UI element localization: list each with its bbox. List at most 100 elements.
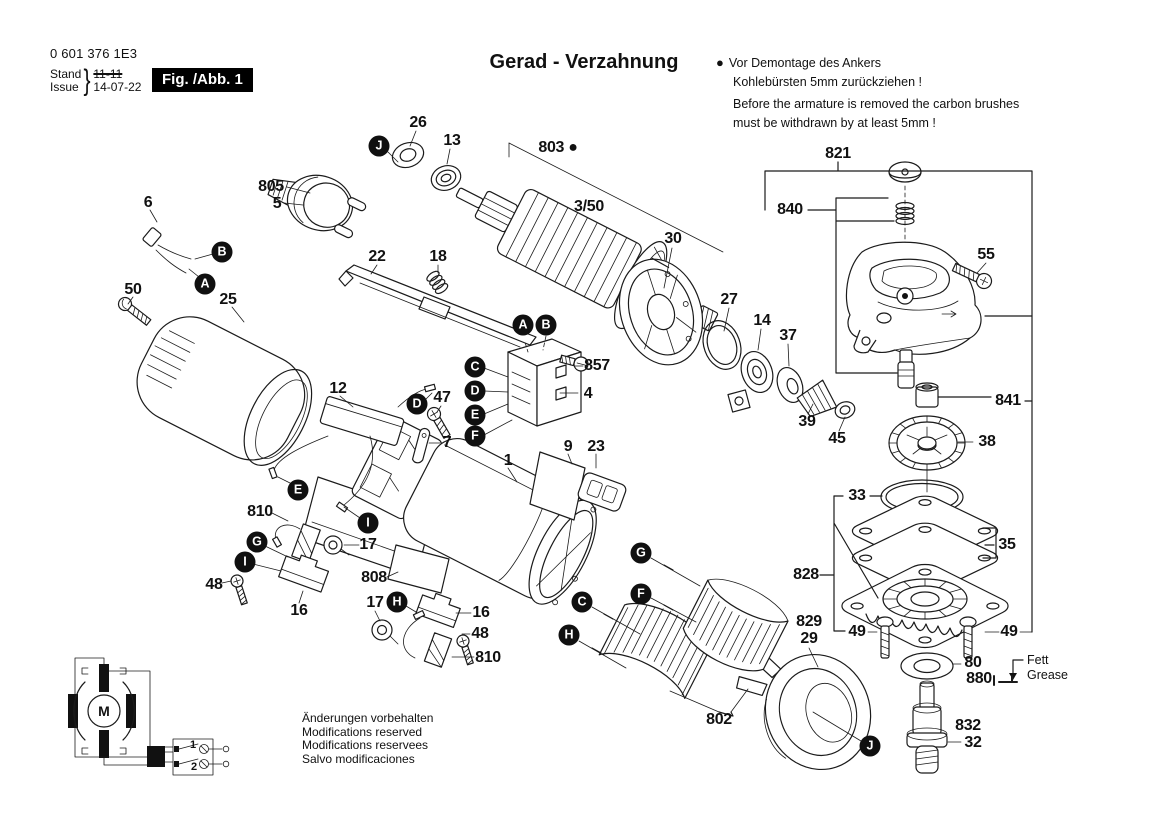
callout-I-11: I [357,512,379,534]
brush-set-middle [372,589,462,667]
bearing-14-drawing [736,347,779,397]
part-label-33-27: 33 [848,487,866,504]
part-label-32-50: 32 [964,734,982,751]
screw-48-left-drawing [229,573,250,605]
clip-7-drawing [412,427,431,464]
callout-H-14: H [386,591,408,613]
part-label-22-9: 22 [368,248,386,265]
part-label-828-29: 828 [793,566,819,583]
callout-B-1: B [211,241,233,263]
part-number: 0 601 376 1E3 [50,46,138,61]
schematic-terminal-1: 1 [189,739,197,751]
callout-C-17: C [571,591,593,613]
date-old: 11-11 [93,67,123,81]
rear-cover-drawing [123,303,326,478]
part-label-23-31: 23 [587,438,605,455]
footer-line-es: Salvo modificaciones [302,751,415,766]
footer-line-fr: Modifications reservees [302,738,429,752]
part-label-7-23: 7 [442,434,452,451]
footer-line-en: Modifications reserved [302,724,423,739]
part-label-49-46: 49 [1000,623,1018,640]
page-title: Gerad - Verzahnung [489,51,679,73]
ring-26-drawing [389,138,427,171]
callout-D-9: D [406,393,428,415]
callout-F-16: F [630,583,652,605]
callout-G-15: G [630,542,652,564]
group-brackets [718,161,1033,717]
callout-A-3: A [512,314,534,336]
stand-label: Stand [50,67,82,81]
grease-de: Fett [1027,653,1049,667]
grease-note: Fett Grease [1027,653,1068,683]
gear-housing-drawing [846,186,981,354]
part-label-16-39: 16 [472,604,490,621]
part-label-16-36: 16 [290,602,308,619]
spacer-841-drawing [916,383,938,407]
part-label-18-10: 18 [429,248,447,265]
screw-55-drawing [951,260,994,291]
crown-gear-drawing [889,416,965,470]
brush-set-left [273,524,349,592]
part-label-38-26: 38 [978,433,996,450]
capacitor-drawing [320,396,405,446]
screw-857-drawing [559,352,590,373]
part-label-808-37: 808 [361,569,387,586]
power-cord-drawing [123,106,371,273]
notice-en-1: Before the armature is removed the carbo… [733,97,1020,111]
modifications-note: Änderungen vorbehalten Modifications res… [302,711,434,766]
part-label-37-14: 37 [779,327,797,344]
part-label-26-0: 26 [409,114,427,131]
part-label-80-47: 80 [964,654,982,671]
part-label-3/50-5: 3/50 [574,198,604,215]
screw-49-left-drawing [877,617,893,658]
part-label-47-22: 47 [433,389,451,406]
switch-drawing [508,339,581,426]
wiring-schematic [68,658,229,775]
stator-half-left-drawing [599,592,717,699]
lock-pin-drawing [898,350,914,388]
washer-37-drawing [773,364,808,406]
callout-A-2: A [194,273,216,295]
part-label-9-30: 9 [563,438,573,455]
brace: } [83,64,91,97]
part-label-29-44: 29 [800,630,818,647]
notice-de-1: Vor Demontage des Ankers [728,56,882,70]
part-label-821-15: 821 [825,145,851,162]
part-label-829-43: 829 [796,613,822,630]
part-label-17-38: 17 [366,594,384,611]
part-label-48-40: 48 [471,625,489,642]
issue-label: Issue [50,80,79,94]
callout-I-13: I [234,551,256,573]
part-label-5-3: 5 [272,195,282,212]
part-label-50-7: 50 [124,281,142,298]
stator-half-right-drawing [677,569,793,681]
nut-45-drawing [833,399,857,421]
callout-F-8: F [464,425,486,447]
part-label-810-33: 810 [247,503,273,520]
square-nut-drawing [728,390,750,412]
screw-50-drawing [116,295,153,328]
part-label-30-11: 30 [664,230,682,247]
header-block: 0 601 376 1E3 Stand Issue } 11-11 14-07-… [50,46,141,98]
carbon-brush-notice: ●Vor Demontage des Ankers Kohlebürsten 5… [716,53,1056,133]
screw-47-drawing [425,405,453,440]
part-label-4-20: 4 [583,385,593,402]
screw-49-right-drawing [960,617,976,658]
callout-C-5: C [464,356,486,378]
part-label-55-17: 55 [977,246,995,263]
terminal-wires [579,558,700,668]
label-sticker-drawing [530,452,585,520]
part-label-832-49: 832 [955,717,981,734]
bearing-13-drawing [428,162,464,195]
date-new: 14-07-22 [93,80,142,94]
air-deflector-drawing [606,248,715,375]
screw-48-right-drawing [455,633,476,665]
switch-slider-drawing [577,471,628,512]
part-label-17-34: 17 [359,536,377,553]
slide-bar-drawing [339,265,536,347]
grease-en: Grease [1027,668,1068,682]
part-label-803-4: 803 ● [538,139,578,156]
footer-line-de: Änderungen vorbehalten [302,711,434,725]
callout-H-18: H [558,624,580,646]
part-label-45-25: 45 [828,430,846,447]
